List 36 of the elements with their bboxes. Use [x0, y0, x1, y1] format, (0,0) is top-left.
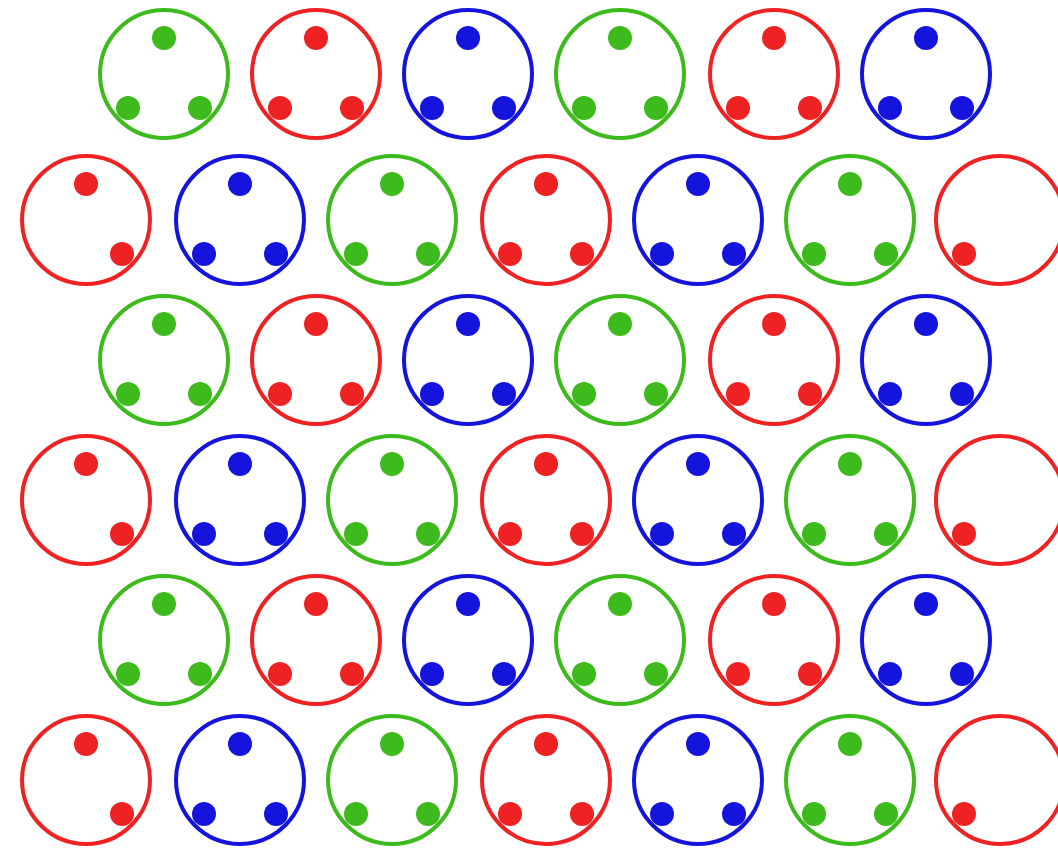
dotted-circle-icon	[96, 292, 232, 428]
dotted-circle-icon	[324, 432, 460, 568]
dotted-circle-icon	[858, 572, 994, 708]
dotted-circle-icon	[248, 292, 384, 428]
dotted-circle-icon	[782, 432, 918, 568]
dotted-circle-icon	[552, 292, 688, 428]
dotted-circle-icon	[96, 6, 232, 142]
dotted-circle-icon	[18, 152, 154, 288]
dotted-circle-icon	[248, 6, 384, 142]
dotted-circle-icon	[858, 6, 994, 142]
dotted-circle-icon	[478, 152, 614, 288]
dotted-circle-icon	[552, 572, 688, 708]
dotted-circle-icon	[478, 432, 614, 568]
dotted-circle-icon	[706, 292, 842, 428]
dotted-circle-icon	[18, 712, 154, 848]
dotted-circle-icon	[96, 572, 232, 708]
dotted-circle-icon	[18, 432, 154, 568]
dotted-circle-icon	[172, 712, 308, 848]
dotted-circle-icon	[706, 6, 842, 142]
dotted-circle-icon	[324, 152, 460, 288]
dotted-circle-icon	[782, 152, 918, 288]
dotted-circle-icon	[324, 712, 460, 848]
dotted-circle-icon	[400, 292, 536, 428]
dotted-circle-icon	[172, 432, 308, 568]
dotted-circle-icon	[782, 712, 918, 848]
dotted-circle-icon	[400, 572, 536, 708]
dotted-circle-icon	[858, 292, 994, 428]
dotted-circle-icon	[630, 712, 766, 848]
dotted-circle-icon	[630, 152, 766, 288]
dotted-circle-icon	[552, 6, 688, 142]
dotted-circle-icon	[706, 572, 842, 708]
dotted-circle-icon	[478, 712, 614, 848]
dotted-circle-icon	[630, 432, 766, 568]
dotted-circle-icon	[400, 6, 536, 142]
dotted-circle-icon	[172, 152, 308, 288]
dotted-circle-icon	[248, 572, 384, 708]
